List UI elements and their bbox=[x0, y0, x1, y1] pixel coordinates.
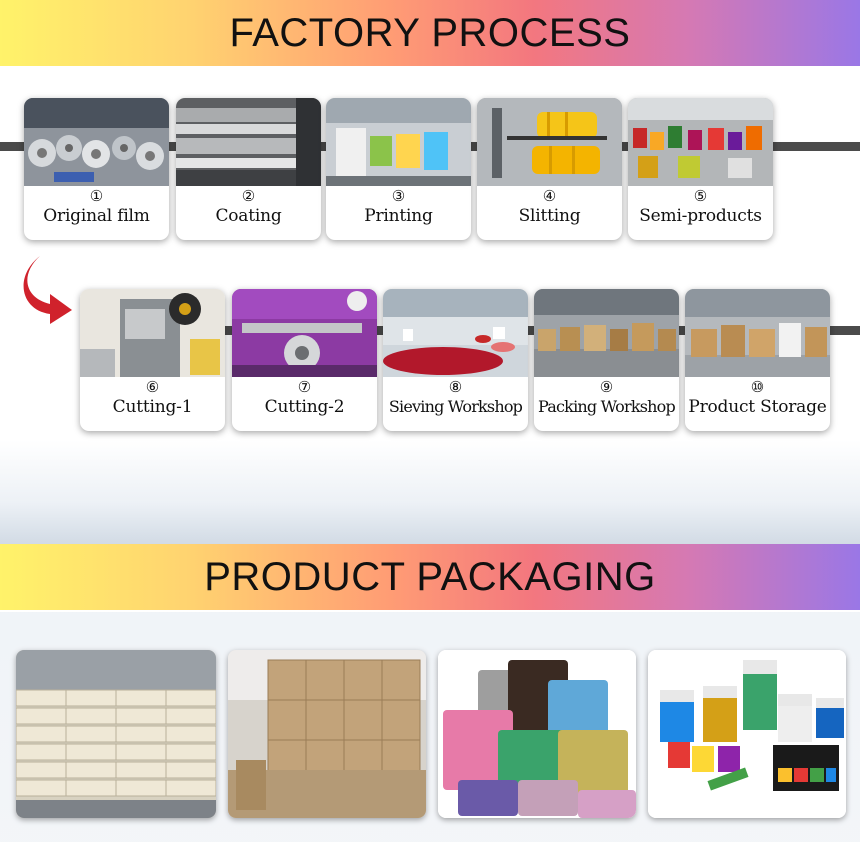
step-card-original-film: ① Original film bbox=[24, 98, 169, 240]
step-label: Product Storage bbox=[688, 397, 827, 417]
step-number: ③ bbox=[391, 187, 406, 205]
step-label: Packing Workshop bbox=[538, 397, 676, 416]
glitter-bags-photo bbox=[438, 650, 636, 818]
step-card-product-storage: ⑩ Product Storage bbox=[685, 289, 830, 431]
packing-workshop-photo bbox=[534, 289, 679, 377]
background-haze bbox=[0, 440, 860, 544]
step-label: Printing bbox=[364, 206, 433, 226]
step-number: ⑧ bbox=[448, 378, 463, 396]
step-card-cutting-1: ⑥ Cutting-1 bbox=[80, 289, 225, 431]
step-card-coating: ② Coating bbox=[176, 98, 321, 240]
step-card-semi-products: ⑤ Semi-products bbox=[628, 98, 773, 240]
step-label: Cutting-2 bbox=[264, 397, 345, 417]
coating-machine-photo bbox=[176, 98, 321, 186]
step-card-sieving-workshop: ⑧ Sieving Workshop bbox=[383, 289, 528, 431]
cardboard-cartons-photo bbox=[228, 650, 426, 818]
step-label: Original film bbox=[43, 206, 150, 226]
step-label: Slitting bbox=[518, 206, 581, 226]
product-packaging-banner: PRODUCT PACKAGING bbox=[0, 544, 860, 610]
factory-process-title: FACTORY PROCESS bbox=[229, 10, 631, 55]
curved-arrow-icon bbox=[23, 256, 72, 324]
step-number: ② bbox=[241, 187, 256, 205]
step-number: ① bbox=[89, 187, 104, 205]
step-card-cutting-2: ⑦ Cutting-2 bbox=[232, 289, 377, 431]
factory-process-banner: FACTORY PROCESS bbox=[0, 0, 860, 66]
step-label: Coating bbox=[215, 206, 282, 226]
sieving-workshop-photo bbox=[383, 289, 528, 377]
step-label: Semi-products bbox=[639, 206, 762, 226]
step-card-packing-workshop: ⑨ Packing Workshop bbox=[534, 289, 679, 431]
step-number: ④ bbox=[542, 187, 557, 205]
cutting-machine-photo bbox=[80, 289, 225, 377]
step-number: ⑤ bbox=[693, 187, 708, 205]
glitter-jars-photo bbox=[648, 650, 846, 818]
step-number: ⑥ bbox=[145, 378, 160, 396]
product-storage-photo bbox=[685, 289, 830, 377]
product-packaging-title: PRODUCT PACKAGING bbox=[204, 554, 656, 599]
step-number: ⑩ bbox=[750, 378, 765, 396]
slitting-machine-photo bbox=[477, 98, 622, 186]
step-number: ⑨ bbox=[599, 378, 614, 396]
step-label: Cutting-1 bbox=[112, 397, 193, 417]
step-card-printing: ③ Printing bbox=[326, 98, 471, 240]
printing-machine-photo bbox=[326, 98, 471, 186]
step-card-slitting: ④ Slitting bbox=[477, 98, 622, 240]
warehouse-film-rolls-photo bbox=[24, 98, 169, 186]
stacked-bags-photo bbox=[16, 650, 216, 818]
cutting-machine-purple-photo bbox=[232, 289, 377, 377]
step-label: Sieving Workshop bbox=[388, 397, 523, 416]
semi-products-photo bbox=[628, 98, 773, 186]
step-number: ⑦ bbox=[297, 378, 312, 396]
